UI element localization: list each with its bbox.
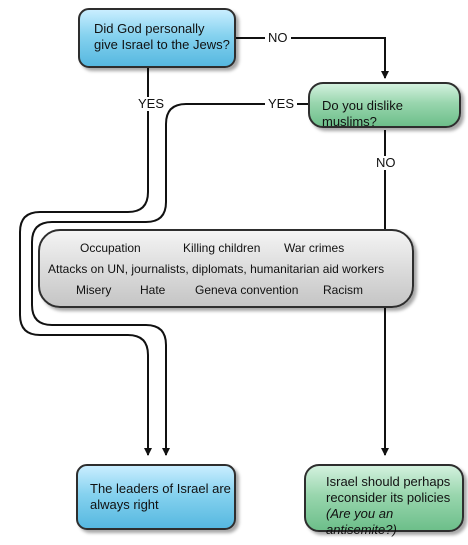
concern-attacks: Attacks on UN, journalists, diplomats, h… <box>48 262 385 276</box>
question-1-line-1: Did God personally <box>94 21 205 36</box>
question-2-text: Do you dislike muslims? <box>322 98 403 129</box>
concern-occupation: Occupation <box>80 241 141 255</box>
question-god-gave-israel: Did God personally give Israel to the Je… <box>78 8 236 68</box>
question-1-line-2: give Israel to the Jews? <box>94 37 230 52</box>
answer-right-line-2: reconsider its policies <box>326 490 451 505</box>
concern-misery: Misery <box>76 283 112 297</box>
concern-racism: Racism <box>323 283 364 297</box>
answer-right-line-1: Israel should perhaps <box>326 474 451 489</box>
answer-left-line-2: always right <box>90 497 159 512</box>
answer-left-line-1: The leaders of Israel are <box>90 481 231 496</box>
concern-killing-children: Killing children <box>183 241 261 255</box>
answer-leaders-always-right: The leaders of Israel are always right <box>76 464 236 530</box>
concerns-box: Occupation Killing children War crimes A… <box>38 229 414 308</box>
edge-no-1 <box>236 37 389 79</box>
edge-yes-2 <box>31 103 316 456</box>
question-dislike-muslims: Do you dislike muslims? <box>308 82 461 129</box>
edge-label-no-1: NO <box>265 31 291 45</box>
edge-yes-1 <box>19 68 152 456</box>
answer-right-line-3: (Are you an antisemite?) <box>326 506 397 537</box>
edge-label-no-2: NO <box>373 156 399 170</box>
concern-war-crimes: War crimes <box>284 241 345 255</box>
concern-geneva-convention: Geneva convention <box>195 283 299 297</box>
edge-label-yes-1: YES <box>135 97 168 111</box>
answer-reconsider-policies: Israel should perhaps reconsider its pol… <box>304 464 464 537</box>
edge-label-yes-2: YES <box>265 97 298 111</box>
concern-hate: Hate <box>140 283 166 297</box>
